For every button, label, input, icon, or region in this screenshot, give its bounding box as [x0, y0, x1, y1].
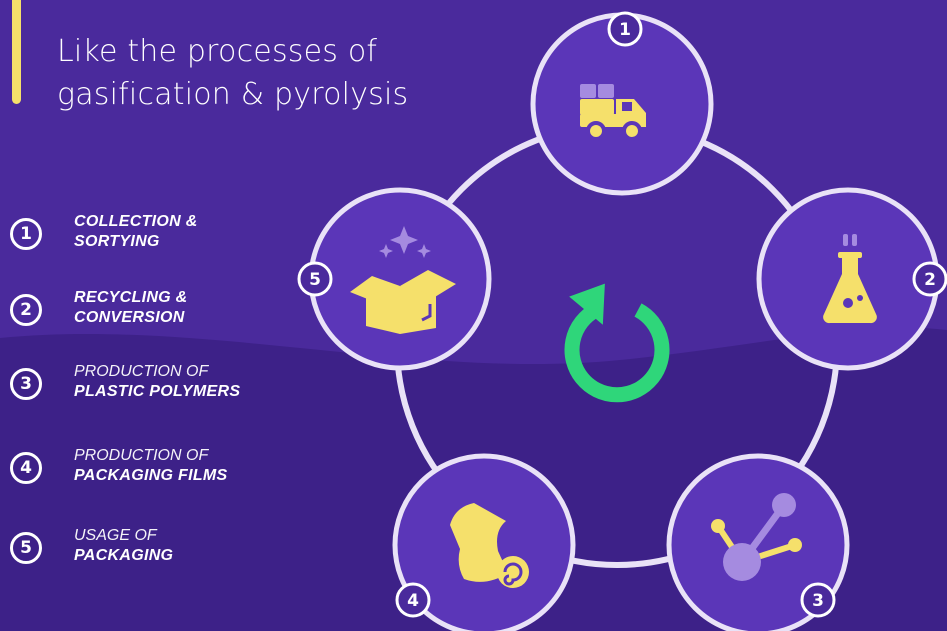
step-subtitle: PACKAGING FILMS [74, 467, 228, 484]
step-item-1: 1 COLLECTION & SORTYING [10, 212, 310, 262]
headline: Like the processes of gasification & pyr… [57, 30, 477, 116]
step-number: 5 [10, 532, 42, 564]
accent-bar [12, 0, 21, 104]
cycle-node-4: 4 [392, 453, 576, 631]
step-title: RECYCLING & [74, 289, 188, 306]
step-item-4: 4 PRODUCTION OF PACKAGING FILMS [10, 446, 310, 496]
node-number: 4 [407, 591, 419, 611]
step-item-2: 2 RECYCLING & CONVERSION [10, 288, 310, 338]
cycle-arrow-icon [564, 283, 670, 403]
step-title: PRODUCTION OF [74, 447, 209, 464]
step-number: 4 [10, 452, 42, 484]
step-title: PRODUCTION OF [74, 363, 209, 380]
delivery-truck-icon [580, 84, 646, 141]
cycle-node-1: 1 [530, 11, 714, 196]
film-roll-icon [450, 503, 529, 588]
molecule-icon [711, 493, 802, 581]
step-subtitle: PACKAGING [74, 547, 174, 564]
open-box-icon [350, 226, 456, 334]
node-number: 3 [812, 591, 824, 611]
step-item-3: 3 PRODUCTION OF PLASTIC POLYMERS [10, 362, 310, 412]
step-subtitle: SORTYING [74, 233, 160, 250]
node-number: 1 [619, 20, 631, 40]
step-title: USAGE OF [74, 527, 157, 544]
cycle-node-3: 3 [666, 453, 850, 631]
flask-icon [823, 234, 877, 324]
step-number: 2 [10, 294, 42, 326]
step-subtitle: CONVERSION [74, 309, 185, 326]
node-number: 5 [309, 270, 321, 290]
headline-line-2: gasification & pyrolysis [57, 77, 409, 112]
cycle-node-2: 2 [756, 187, 947, 371]
headline-line-1: Like the processes of [57, 34, 378, 69]
step-subtitle: PLASTIC POLYMERS [74, 383, 241, 400]
step-number: 3 [10, 368, 42, 400]
step-item-5: 5 USAGE OF PACKAGING [10, 526, 310, 576]
step-title: COLLECTION & [74, 213, 198, 230]
cycle-node-5: 5 [297, 187, 492, 371]
node-number: 2 [924, 270, 936, 290]
step-number: 1 [10, 218, 42, 250]
